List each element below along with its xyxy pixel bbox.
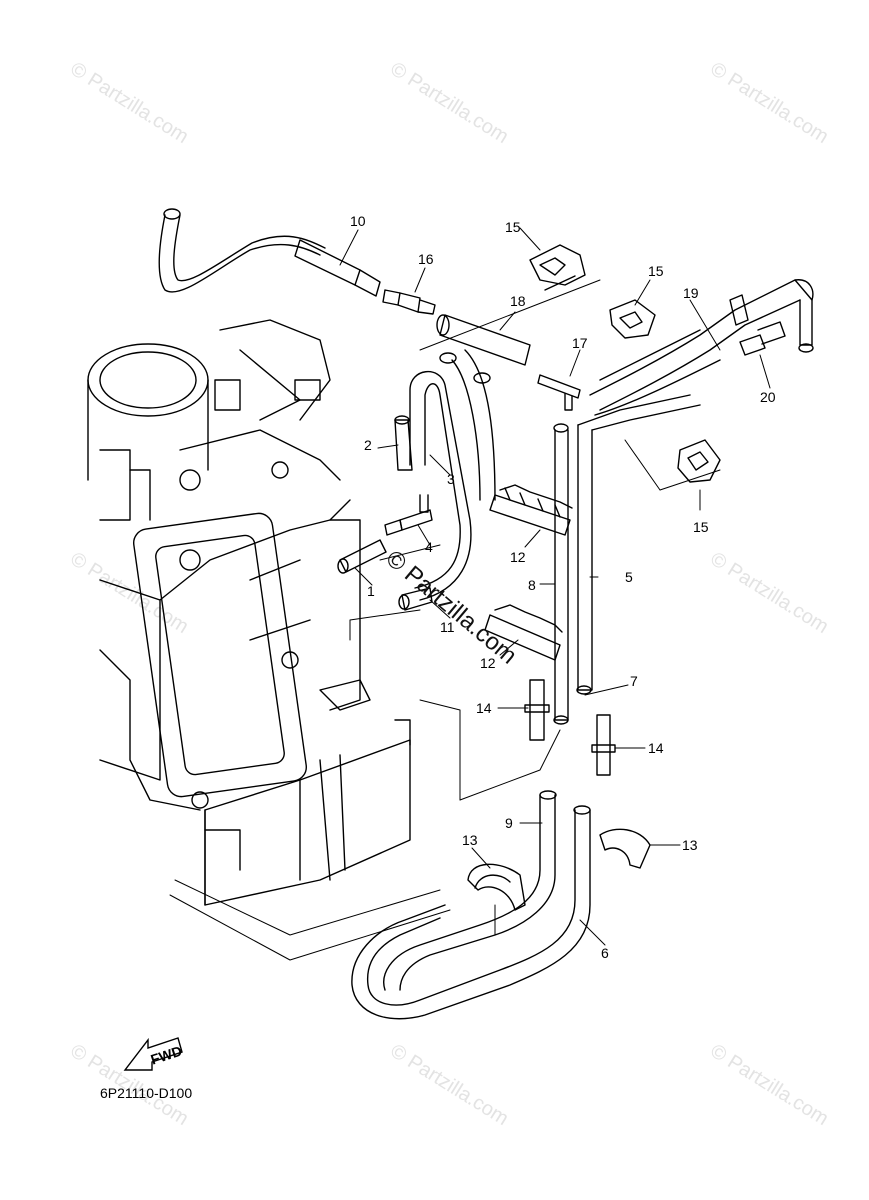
callout-13-left: 13	[462, 832, 478, 848]
fwd-arrow-icon	[123, 1037, 183, 1071]
callout-10: 10	[350, 213, 366, 229]
callout-15-top: 15	[505, 219, 521, 235]
callout-12-upper: 12	[510, 549, 526, 565]
callout-17: 17	[572, 335, 588, 351]
callout-15-lower: 15	[693, 519, 709, 535]
callout-16: 16	[418, 251, 434, 267]
diagram-code: 6P21110-D100	[100, 1085, 193, 1101]
hose-1	[337, 539, 387, 574]
holder-12-upper	[489, 484, 573, 536]
clip-15-right	[609, 299, 656, 339]
callout-20: 20	[760, 389, 776, 405]
hose-6-9	[351, 790, 591, 1020]
callout-7: 7	[630, 673, 638, 689]
callout-8: 8	[528, 577, 536, 593]
clip-15-lower	[677, 439, 721, 483]
callout-14-left: 14	[476, 700, 492, 716]
hose-2	[394, 415, 413, 471]
hose-5	[576, 394, 701, 695]
callout-1: 1	[367, 583, 375, 599]
callout-11: 11	[440, 619, 455, 635]
fitting-16	[382, 289, 436, 315]
clip-13-left	[467, 863, 526, 911]
hose-10	[158, 208, 381, 297]
fitting-20	[739, 321, 786, 356]
leader-lines	[339, 227, 771, 946]
callout-4: 4	[425, 539, 433, 555]
fitting-14-left	[524, 679, 550, 741]
vapor-canister	[204, 719, 411, 906]
callout-13-right: 13	[682, 837, 698, 853]
clip-13-right	[599, 828, 651, 869]
engine-block	[87, 319, 371, 811]
hose-8	[553, 423, 569, 725]
callout-2: 2	[364, 437, 372, 453]
callout-15-right: 15	[648, 263, 664, 279]
callout-12-lower: 12	[480, 655, 496, 671]
callout-6: 6	[601, 945, 609, 961]
holder-12-lower	[484, 604, 563, 661]
hose-19	[589, 279, 814, 416]
callout-18: 18	[510, 293, 526, 309]
fitting-14-right	[591, 714, 616, 776]
callout-19: 19	[683, 285, 699, 301]
fitting-4	[384, 494, 433, 536]
callout-14-right: 14	[648, 740, 664, 756]
hose-18	[436, 314, 531, 366]
fitting-17	[537, 374, 581, 411]
callout-3: 3	[447, 471, 455, 487]
clip-15-top	[529, 244, 586, 291]
callout-5: 5	[625, 569, 633, 585]
callout-9: 9	[505, 815, 513, 831]
hose-3-11	[409, 349, 496, 601]
